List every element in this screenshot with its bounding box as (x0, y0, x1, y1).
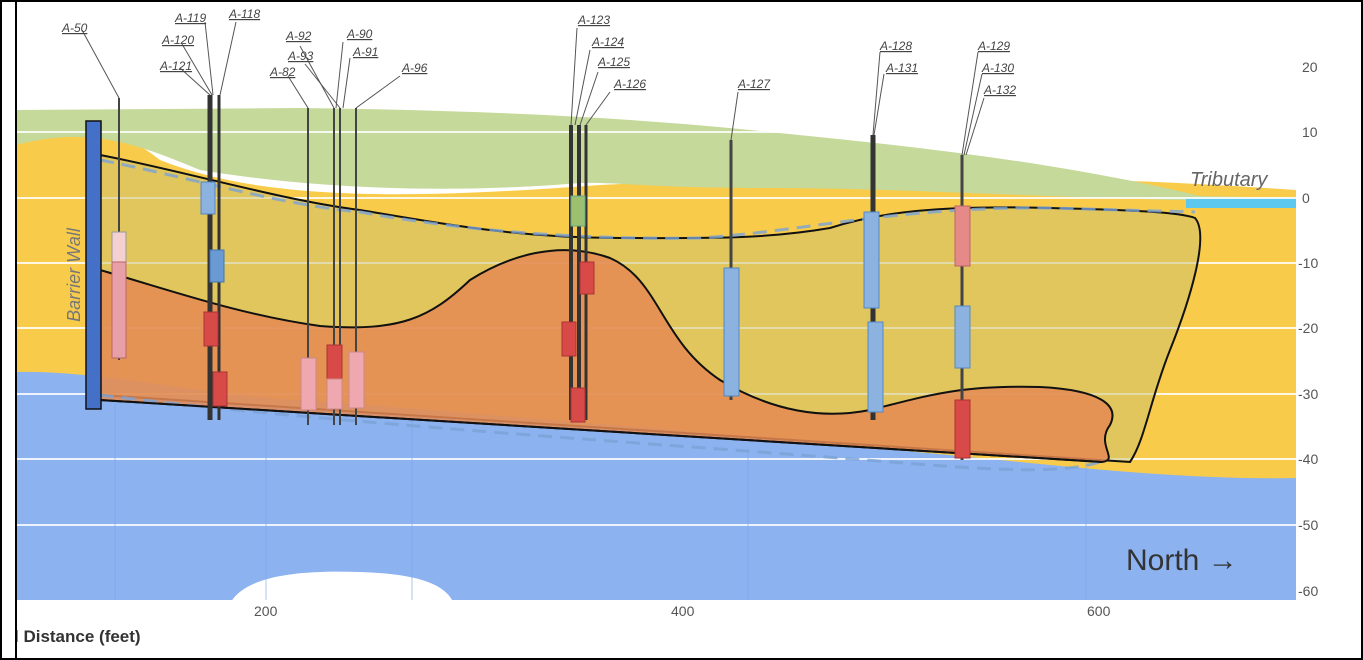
y-tick: -20 (1298, 320, 1318, 336)
boring-label: A-82 (269, 65, 296, 79)
boring-label: A-92 (285, 29, 312, 43)
y-tick: 20 (1302, 59, 1318, 75)
boring-label: A-126 (613, 77, 646, 91)
boring-label: A-129 (977, 39, 1010, 53)
boring-label: A-127 (737, 77, 771, 91)
y-tick: -60 (1298, 583, 1318, 599)
boring-label: A-123 (577, 13, 610, 27)
y-tick: -10 (1298, 255, 1318, 271)
x-axis-ticks: 200 400 600 (254, 603, 1111, 619)
boring-labels: A-50 A-119 A-118 A-120 A-121 A-92 A-90 A… (61, 7, 1016, 97)
boring-label: A-91 (352, 45, 378, 59)
north-label: North → (1126, 544, 1238, 577)
boring-label: A-119 (174, 11, 206, 25)
bottom-line (99, 399, 1103, 463)
x-axis-title: l Distance (feet) (14, 627, 141, 646)
boring-label: A-130 (981, 61, 1014, 75)
boring-label: A-132 (983, 83, 1016, 97)
borings (111, 95, 971, 460)
boring-label: A-96 (401, 61, 428, 75)
y-tick: -40 (1298, 451, 1318, 467)
tributary-water (1186, 198, 1296, 208)
boring-label: A-121 (159, 59, 192, 73)
boring-label: A-120 (161, 33, 194, 47)
barrier-wall-label: Barrier Wall (64, 227, 84, 322)
boring-label: A-50 (61, 21, 88, 35)
y-tick: 10 (1302, 124, 1318, 140)
x-tick: 400 (671, 603, 695, 619)
x-tick: 600 (1087, 603, 1111, 619)
boring-label: A-125 (597, 55, 630, 69)
boring-label: A-118 (228, 7, 260, 21)
boring-label: A-90 (346, 27, 373, 41)
y-tick: -50 (1298, 517, 1318, 533)
boring-label: A-124 (591, 35, 624, 49)
leader-lines (81, 21, 985, 156)
y-tick: -30 (1298, 386, 1318, 402)
tributary-label: Tributary (1190, 169, 1268, 191)
white-pocket (228, 571, 455, 608)
y-axis-ticks: 20 10 0 -10 -20 -30 -40 -50 -60 (1298, 59, 1318, 599)
x-axis-strip (0, 600, 1363, 660)
x-tick: 200 (254, 603, 278, 619)
dashed-boundary (99, 158, 1196, 472)
y-axis-strip (1296, 0, 1363, 608)
boring-label: A-93 (287, 49, 314, 63)
y-tick: 0 (1302, 190, 1310, 206)
boring-label: A-131 (885, 61, 918, 75)
barrier-wall (85, 120, 102, 410)
boring-label: A-128 (879, 39, 912, 53)
